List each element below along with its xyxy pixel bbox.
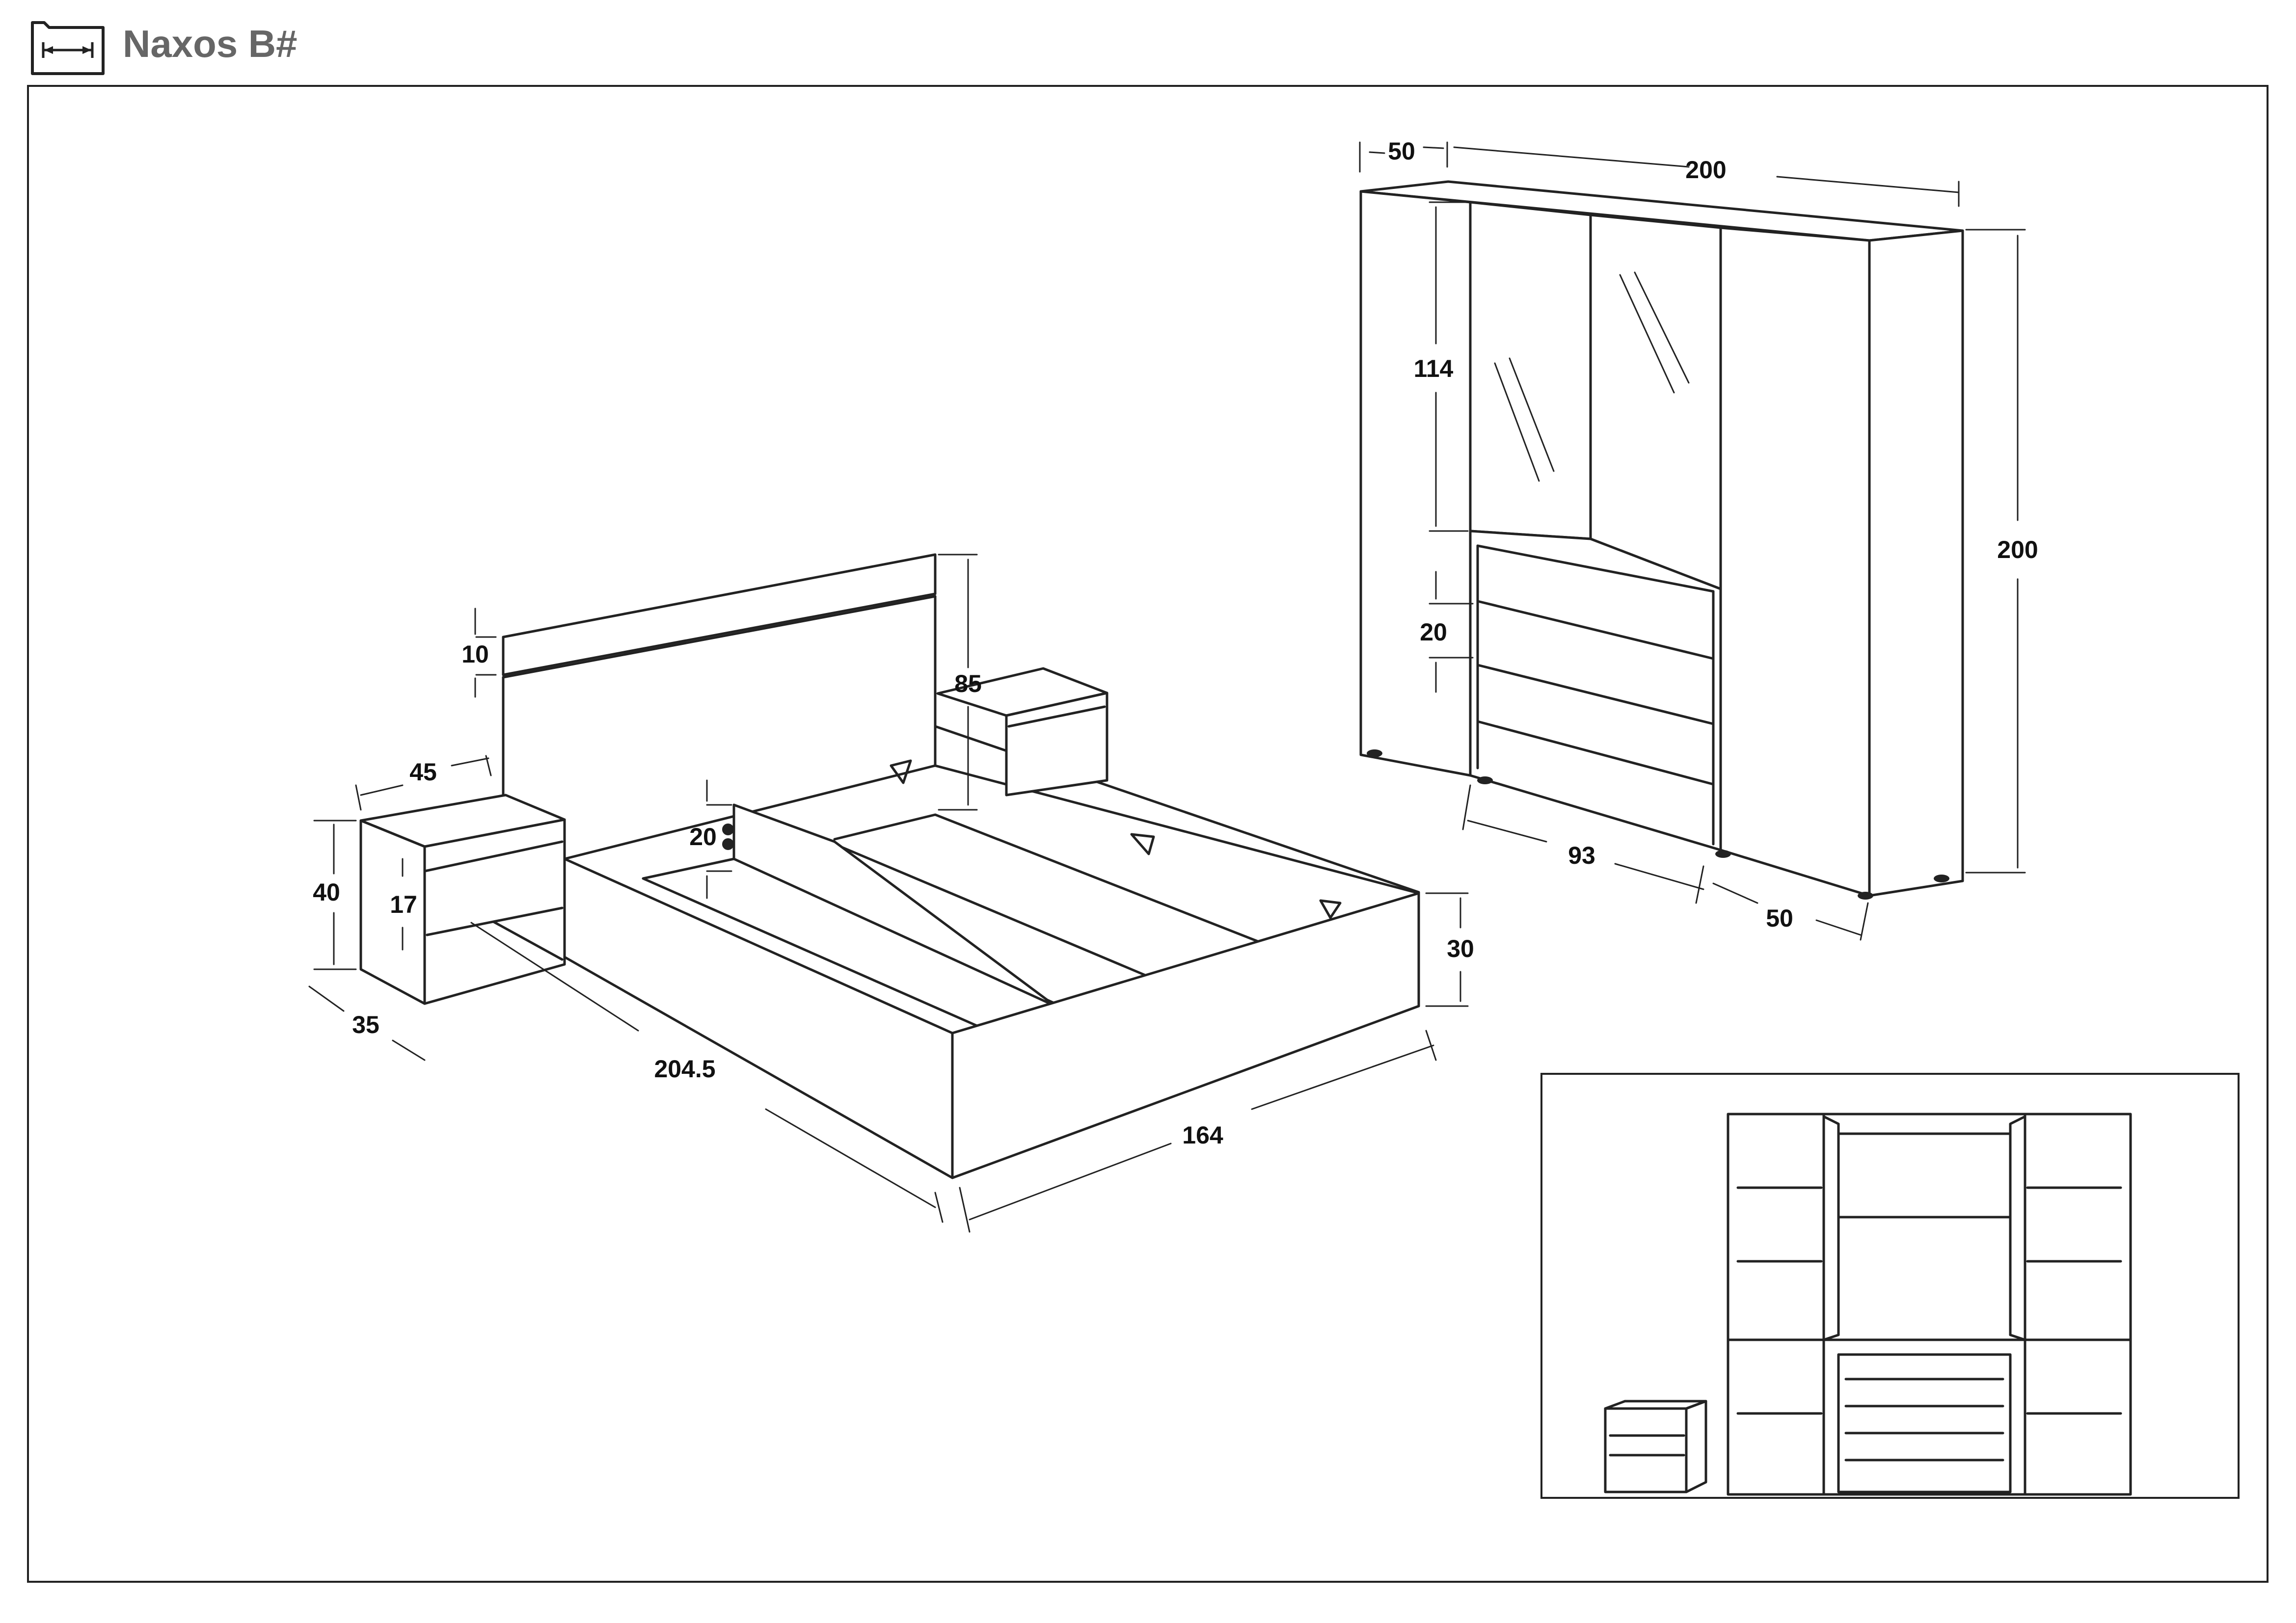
wardrobe-side-width-label: 50	[1766, 905, 1793, 932]
wardrobe-width-label: 200	[1685, 156, 1726, 184]
headboard-panel-height-label: 10	[461, 640, 489, 668]
headboard-height-label: 85	[954, 670, 982, 697]
wardrobe-door-height-label: 114	[1414, 355, 1454, 382]
nightstand-left	[359, 794, 566, 1005]
nightstand-drawer-height-label: 17	[390, 891, 417, 918]
bed-length-label: 204.5	[654, 1055, 715, 1083]
nightstand-width-label: 45	[409, 758, 437, 786]
side-rail-height-label: 20	[689, 823, 717, 851]
wardrobe-drawer-height-label: 20	[1420, 618, 1447, 646]
inset-open-view	[1540, 1073, 2240, 1499]
bed	[502, 553, 1420, 1179]
wardrobe-depth-label: 50	[1388, 137, 1415, 165]
nightstand-height-label: 40	[313, 878, 340, 906]
wardrobe-dimension-lines	[1359, 141, 2026, 941]
dimensions-icon	[29, 20, 106, 77]
nightstand-right	[936, 667, 1108, 797]
bed-width-label: 164	[1182, 1121, 1223, 1149]
wardrobe-height-label: 200	[1997, 536, 2038, 563]
dimension-labels: 50 200 200 114 20 93 50 10 85 20 204.5 1…	[313, 137, 2038, 1149]
wardrobe	[1359, 180, 1964, 900]
nightstand-depth-label: 35	[352, 1011, 379, 1038]
bed-dimension-lines	[308, 554, 1469, 1233]
wardrobe-middle-width-label: 93	[1568, 842, 1595, 869]
drawing-frame	[27, 85, 2269, 1583]
page-title: Naxos B#	[123, 22, 297, 65]
bed-frame-height-label: 30	[1447, 935, 1474, 962]
